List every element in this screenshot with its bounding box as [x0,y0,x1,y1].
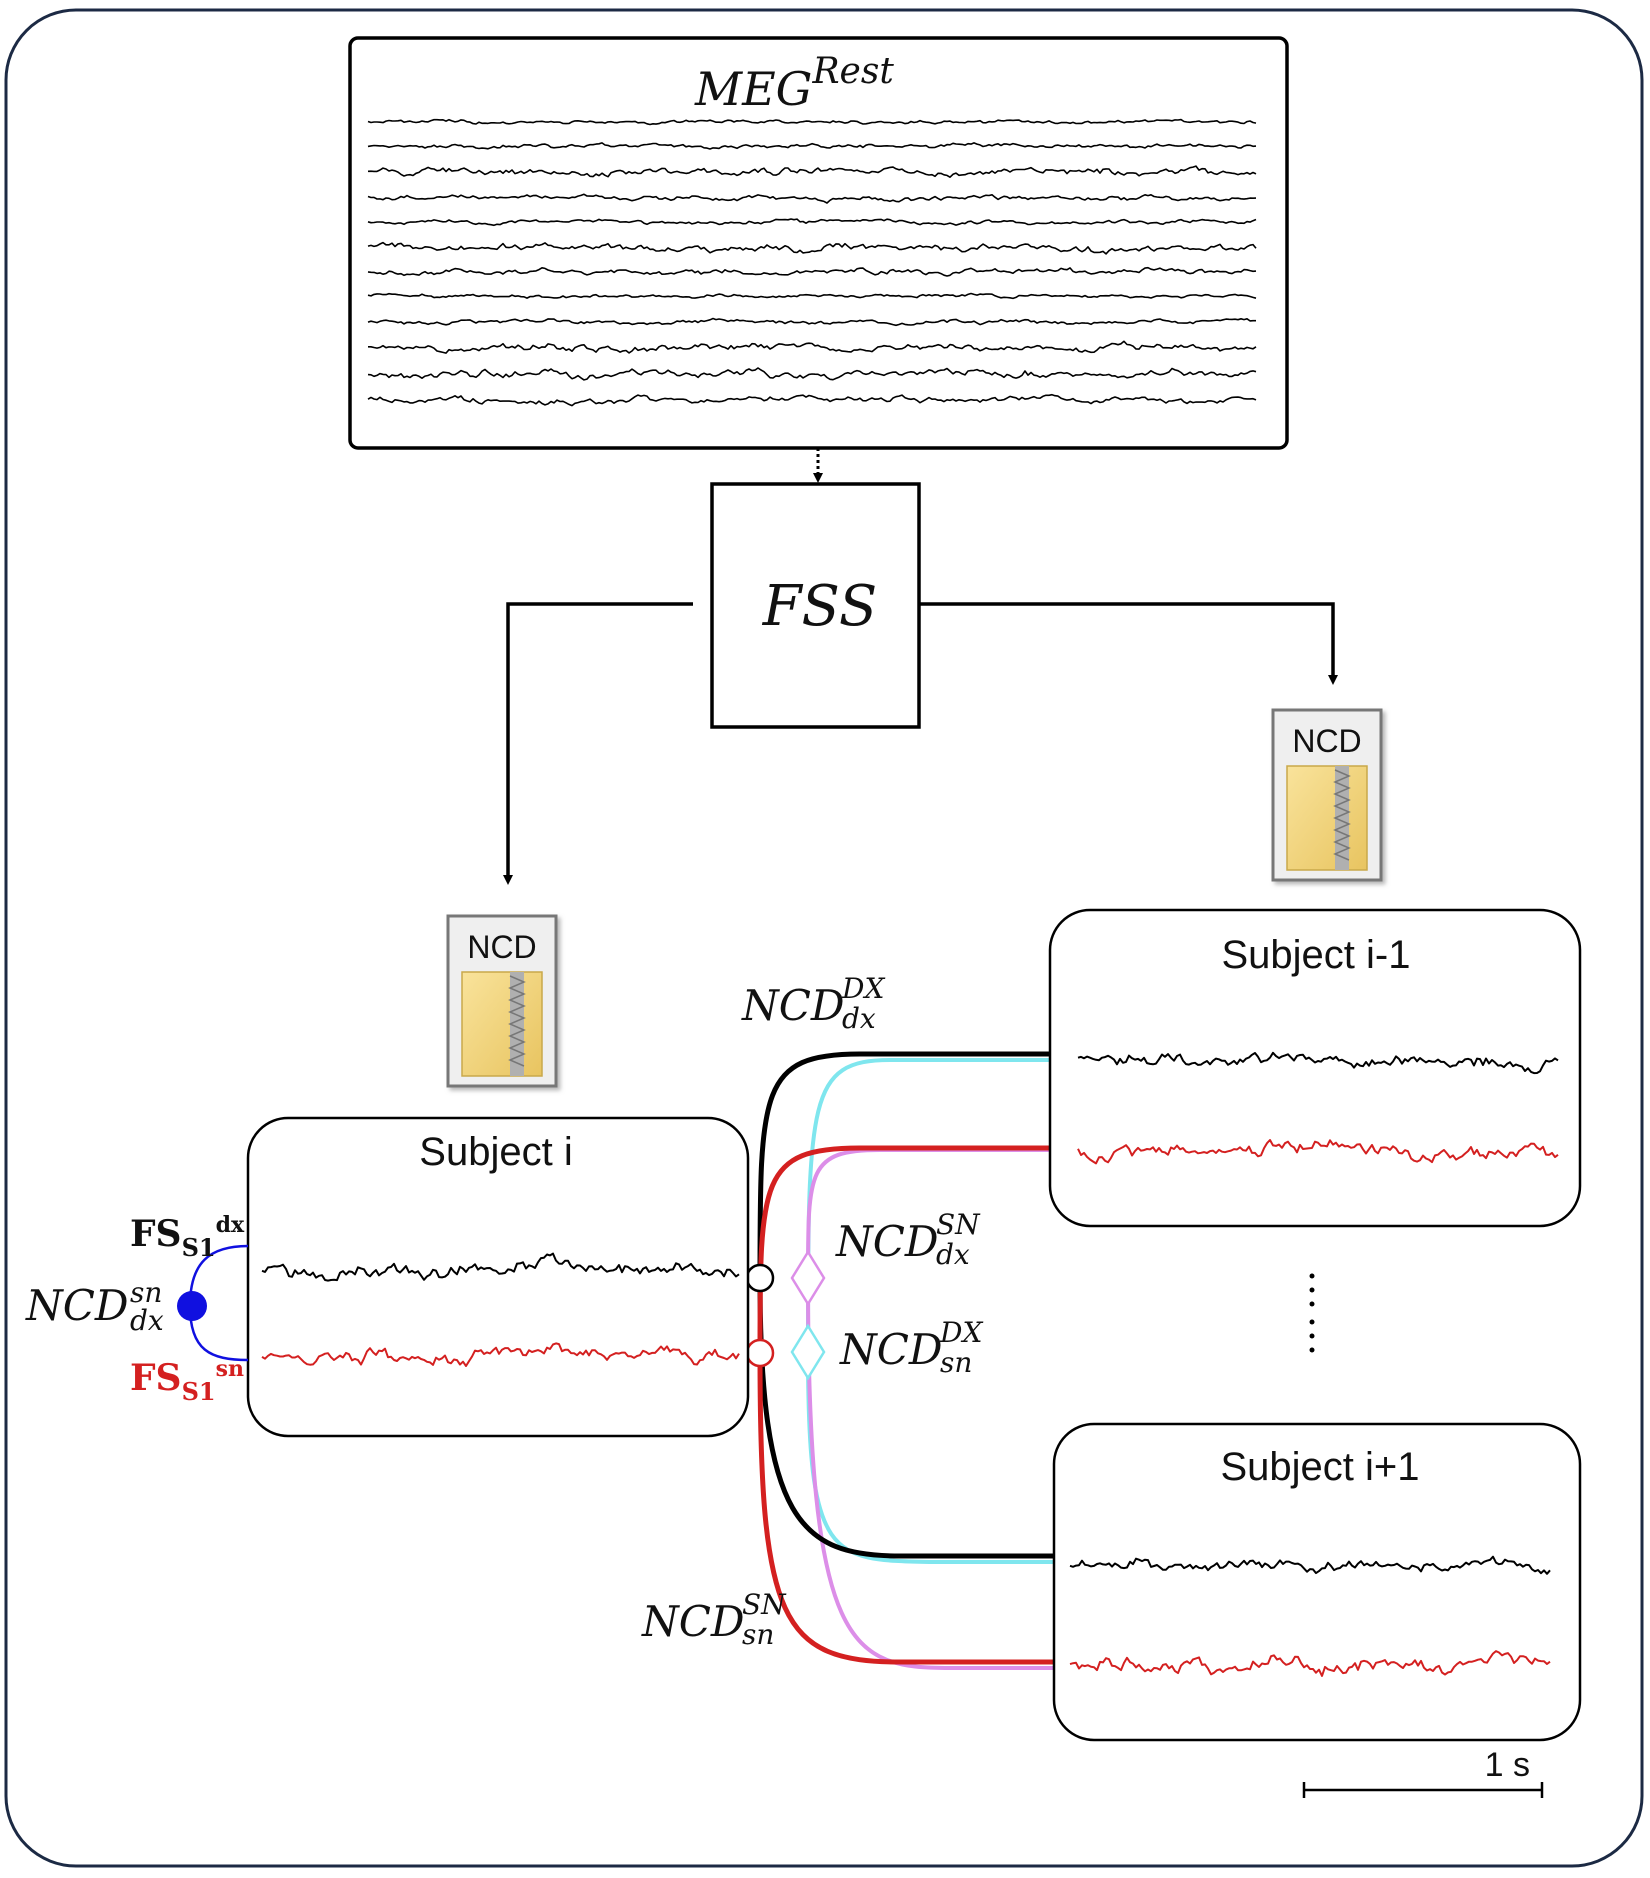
edge-label-ncd-sn-DX: NCD DX sn [839,1316,983,1379]
ncd-icon-right-label: NCD [1292,723,1361,759]
meg-traces [367,118,1257,407]
sn-trace-line [1077,1139,1559,1165]
meg-trace [367,165,1257,178]
svg-text:NCD: NCD [741,981,845,1030]
subject-i-box: Subject i [246,1116,750,1438]
fss-label: FSS [762,574,878,639]
node-violet-diamond [790,1249,826,1307]
node-cyan-diamond [790,1323,826,1381]
meg-trace [367,317,1256,327]
subject-prev-title: Subject i-1 [1222,933,1411,977]
meg-trace [367,218,1257,227]
subject-i-title: Subject i [419,1130,572,1174]
meg-trace [367,292,1257,300]
meg-trace [367,241,1257,255]
self-link-node [177,1291,207,1321]
link-black-to-prev [757,1051,1050,1279]
svg-text:SN: SN [936,1208,981,1241]
svg-text:sn: sn [940,1346,972,1379]
subject-next-sn-trace [1069,1650,1551,1677]
ncd-icon-left-label: NCD [467,929,536,965]
subject-i-sn-trace [261,1342,740,1367]
svg-text:dx: dx [936,1238,970,1271]
fs-dx-label: FSS1dx [130,1212,245,1262]
arrow-fss-left [503,602,693,885]
meg-rest-box: MEGRest [348,36,1289,450]
self-link [177,1244,249,1362]
meg-trace [367,393,1257,407]
scale-bar-label: 1 s [1485,1746,1530,1784]
node-sn [745,1338,775,1368]
node-dx [745,1263,775,1293]
svg-text:NCD: NCD [835,1217,939,1266]
ncd-self-sup: sn [130,1276,162,1309]
edge-label-ncd-dx-SN: NCD SN dx [835,1208,981,1271]
fs-sn-label: FSS1sn [130,1356,244,1406]
subject-next-box: Subject i+1 [1052,1422,1582,1742]
sn-trace-line [1069,1650,1551,1677]
subject-prev-dx-trace [1077,1051,1559,1075]
link-cyan-to-next [806,1351,1054,1564]
svg-text:NCD: NCD [641,1597,745,1646]
meg-trace [368,340,1257,354]
meg-trace [367,367,1257,381]
link-cyan-to-prev [806,1058,1050,1353]
folder-icon [1286,765,1368,871]
svg-text:DX: DX [841,972,885,1005]
connection-curves [745,1051,1054,1670]
svg-text:sn: sn [742,1618,774,1651]
svg-text:NCD: NCD [839,1325,943,1374]
meg-trace [367,193,1257,204]
link-violet-to-next [806,1277,1054,1670]
dx-trace-line [1077,1051,1559,1075]
svg-text:dx: dx [842,1002,876,1035]
meg-trace [367,118,1257,126]
outer-frame [4,8,1644,1868]
subject-prev-sn-trace [1077,1139,1559,1165]
link-black-to-next [757,1277,1054,1559]
sn-trace-line [261,1342,740,1367]
ncd-self-label: NCD [25,1281,129,1330]
ncd-icon-left: NCD [446,914,558,1088]
subject-i-dx-trace [261,1252,740,1282]
meg-trace [367,142,1257,150]
edge-label-ncd-sn-SN: NCD SN sn [641,1588,787,1651]
subject-prev-box: Subject i-1 [1048,908,1582,1228]
dx-trace-line [1069,1555,1551,1575]
edge-label-ncd-dx-DX: NCD DX dx [741,972,885,1035]
svg-text:DX: DX [939,1316,983,1349]
meg-title: MEGRest [694,51,894,116]
arrow-fss-right [920,602,1338,685]
link-red-to-next [757,1352,1054,1665]
subject-next-title: Subject i+1 [1220,1445,1419,1489]
svg-text:SN: SN [742,1588,787,1621]
more-subjects-ellipsis [1309,1273,1315,1353]
meg-trace [367,266,1257,277]
scale-bar: 1 s [1302,1746,1544,1798]
fss-box: FSS [710,482,921,729]
ncd-icon-right: NCD [1271,708,1383,882]
folder-icon [461,971,543,1077]
dx-trace-line [261,1252,740,1282]
subject-next-dx-trace [1069,1555,1551,1575]
ncd-self-sub: dx [130,1304,164,1337]
